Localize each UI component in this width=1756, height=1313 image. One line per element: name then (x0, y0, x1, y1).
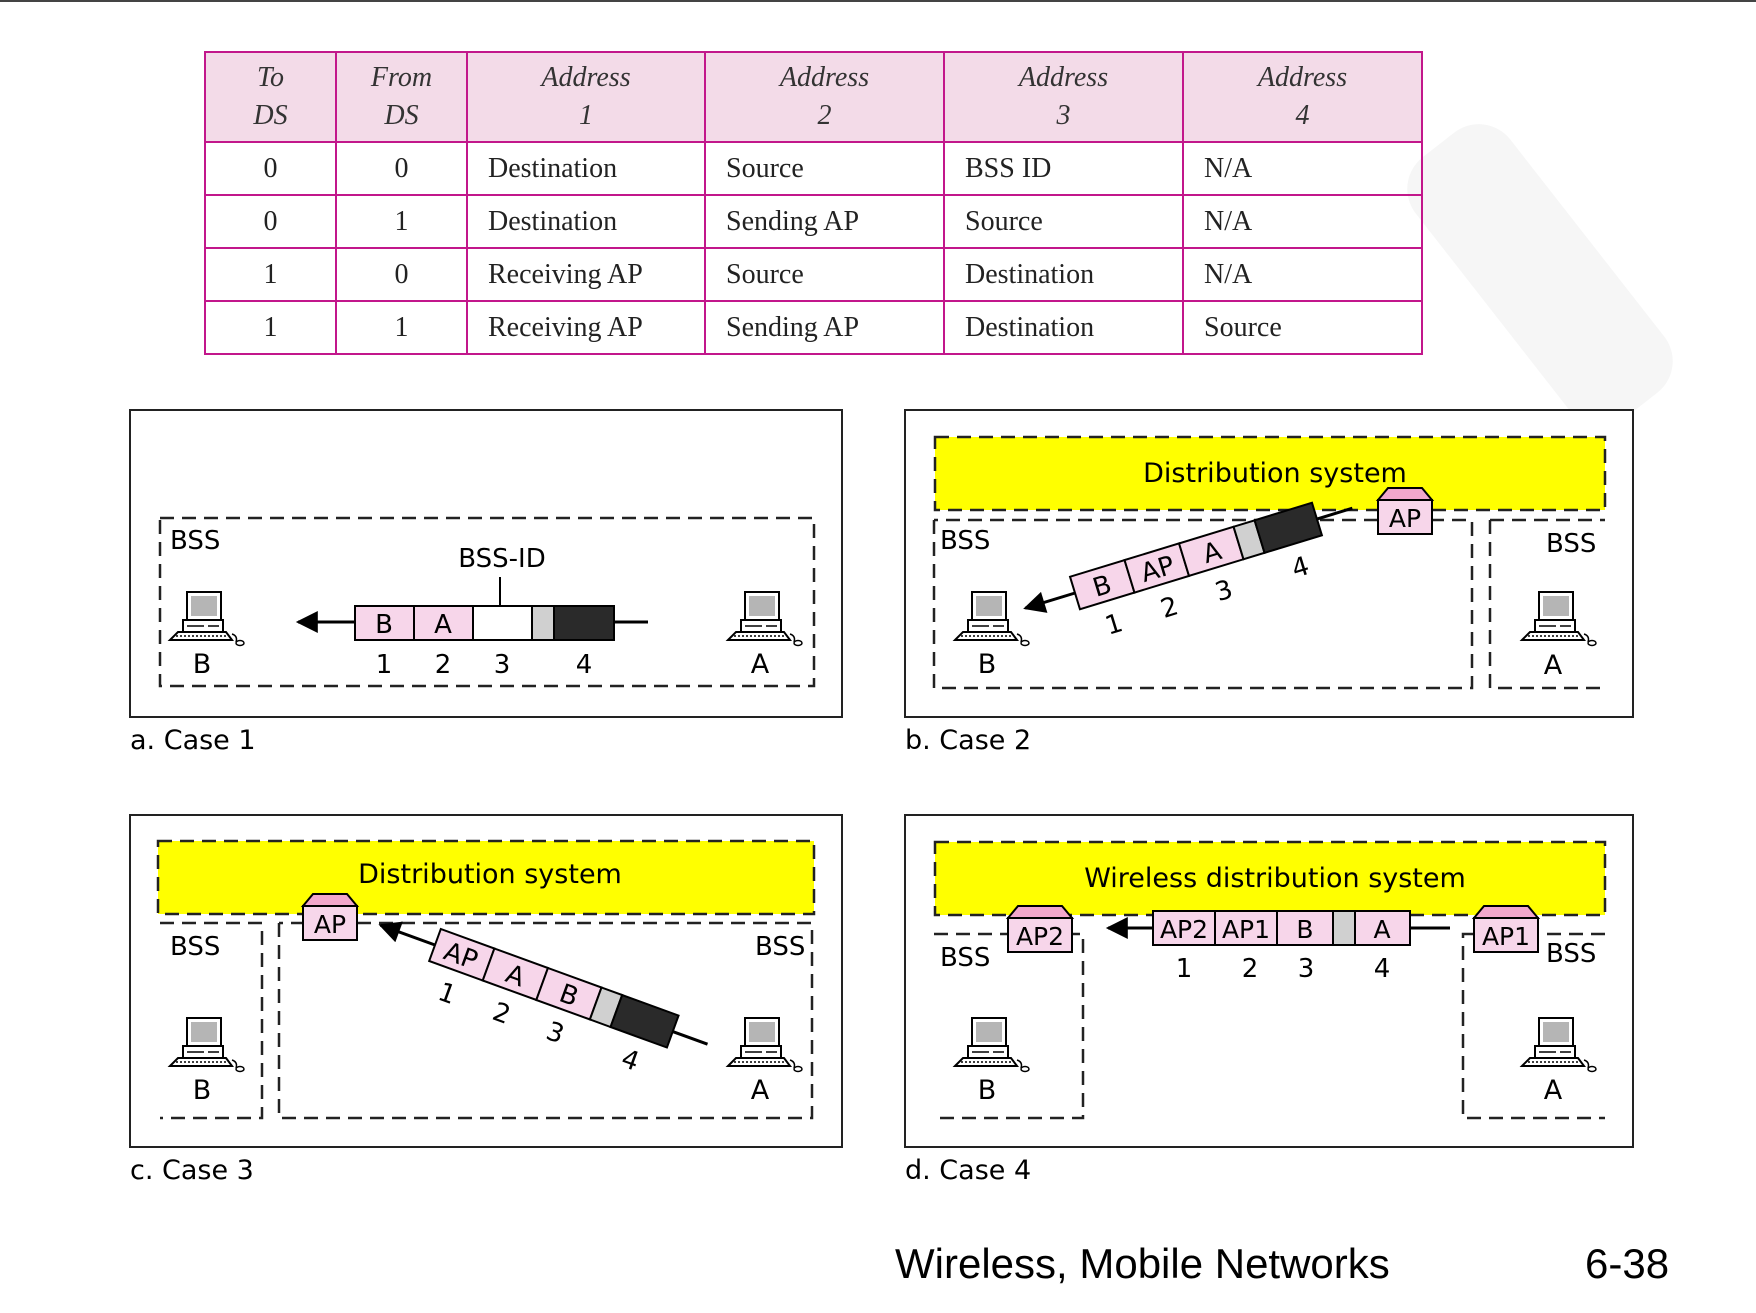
case-4-caption: d. Case 4 (905, 1155, 1031, 1186)
table-cell: Destination (943, 247, 1184, 302)
field-number: 4 (576, 650, 593, 680)
table-cell: 1 (335, 300, 468, 355)
table-cell: Receiving AP (466, 300, 706, 355)
case-4-frame: AP2 AP1 B A (1105, 910, 1450, 946)
table-cell: Receiving AP (466, 247, 706, 302)
station-b-label: B (193, 649, 212, 680)
bss-left-label: BSS (940, 943, 990, 973)
case-1-caption: a. Case 1 (130, 725, 256, 756)
case-3-caption: c. Case 3 (130, 1155, 254, 1186)
bss-left-label: BSS (170, 932, 220, 962)
table-row: 0 0 Destination Source BSS ID N/A (204, 141, 1423, 196)
table-cell: Destination (466, 194, 706, 249)
table-cell: N/A (1182, 194, 1423, 249)
field-address-2: AP1 (1222, 915, 1270, 944)
table-row: 1 1 Receiving AP Sending AP Destination … (204, 300, 1423, 355)
case-3-panel: Distribution system AP BSS BSS B A AP A … (129, 814, 843, 1186)
distribution-system-label: Distribution system (358, 859, 622, 890)
table-cell: N/A (1182, 141, 1423, 196)
bss-left-label: BSS (940, 526, 990, 556)
case-3-frame: AP A B 1 2 3 4 (378, 921, 709, 1078)
bss-id-label: BSS-ID (458, 544, 545, 574)
table-cell: Source (704, 247, 945, 302)
field-address-3: B (1296, 915, 1313, 944)
ap-label: AP (1389, 504, 1421, 533)
table-cell: Source (943, 194, 1184, 249)
station-a-label: A (1544, 1075, 1563, 1106)
case-2-caption: b. Case 2 (905, 725, 1031, 756)
station-b-label: B (193, 1075, 212, 1106)
table-cell: Destination (943, 300, 1184, 355)
table-cell: 0 (204, 141, 337, 196)
footer-title: Wireless, Mobile Networks (895, 1240, 1390, 1287)
field-address-1: AP2 (1160, 915, 1208, 944)
field-address-4: A (1373, 915, 1390, 944)
table-cell: 0 (335, 247, 468, 302)
case-2-frame: B AP A 1 2 3 4 (1023, 501, 1353, 642)
field-number: 1 (376, 650, 393, 680)
field-number: 2 (435, 650, 452, 680)
page-number: 6-38 (1585, 1240, 1670, 1287)
field-address-1: B (375, 610, 393, 640)
distribution-system-box (156, 839, 816, 916)
station-a-label: A (751, 1075, 770, 1106)
station-a-label: A (1544, 650, 1563, 681)
ap-label: AP (314, 910, 346, 939)
wireless-distribution-system-box (933, 840, 1607, 917)
access-point-1-icon: AP1 (1471, 905, 1541, 953)
table-row: 0 1 Destination Sending AP Source N/A (204, 194, 1423, 249)
table-row: 1 0 Receiving AP Source Destination N/A (204, 247, 1423, 302)
bss-right-label: BSS (1546, 529, 1596, 559)
bss-right-label: BSS (1546, 939, 1596, 969)
access-point-icon: AP (1375, 487, 1435, 535)
top-rule (0, 0, 1756, 2)
table-cell: 1 (204, 300, 337, 355)
table-cell: 0 (335, 141, 468, 196)
table-cell: 1 (204, 247, 337, 302)
table-cell: N/A (1182, 247, 1423, 302)
table-cell: Sending AP (704, 300, 945, 355)
case-1-panel: BSS B A BSS-ID B A 1 2 3 4 a. Case 1 (129, 409, 843, 756)
distribution-system-box (933, 435, 1607, 512)
field-number: 2 (1242, 954, 1259, 984)
table-cell: Source (1182, 300, 1423, 355)
field-number: 3 (1298, 954, 1315, 984)
ap2-label: AP2 (1016, 922, 1064, 951)
table-cell: Destination (466, 141, 706, 196)
case-1-bss-label: BSS (170, 526, 220, 556)
case-2-panel: Distribution system AP BSS BSS B A B AP … (904, 409, 1634, 756)
access-point-2-icon: AP2 (1005, 905, 1075, 953)
field-number: 1 (1176, 954, 1193, 984)
station-b-label: B (978, 1075, 997, 1106)
field-number: 3 (494, 650, 511, 680)
table-cell: 0 (204, 194, 337, 249)
bss-right-label: BSS (755, 932, 805, 962)
table-cell: 1 (335, 194, 468, 249)
field-number: 4 (1374, 954, 1391, 984)
case-1-frame: B A (295, 605, 648, 641)
table-cell: BSS ID (943, 141, 1184, 196)
station-a-label: A (751, 649, 770, 680)
wireless-distribution-system-label: Wireless distribution system (1084, 863, 1466, 894)
distribution-system-label: Distribution system (1143, 458, 1407, 489)
table-cell: Sending AP (704, 194, 945, 249)
station-b-label: B (978, 649, 997, 680)
access-point-icon: AP (300, 893, 360, 941)
ap1-label: AP1 (1482, 922, 1530, 951)
field-address-2: A (434, 610, 452, 640)
case-4-panel: Wireless distribution system AP2 AP1 BSS… (904, 814, 1634, 1186)
table-cell: Source (704, 141, 945, 196)
